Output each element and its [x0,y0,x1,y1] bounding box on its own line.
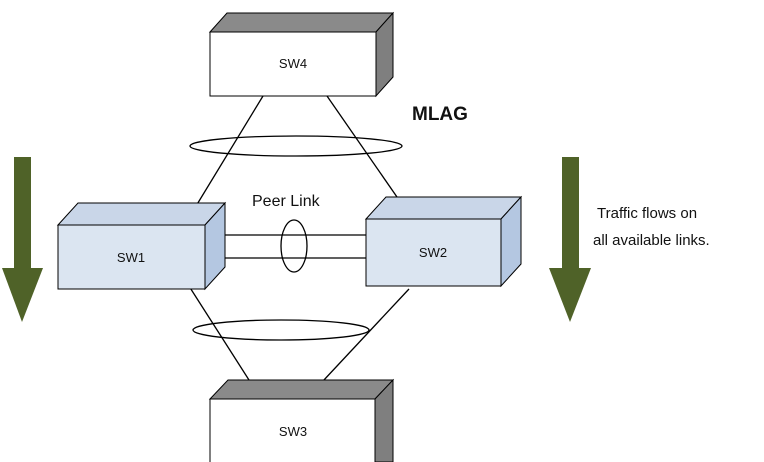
left-down-arrow [2,157,43,322]
switch-sw4[interactable]: SW4 [208,11,395,98]
sw4-label: SW4 [279,56,307,71]
sw1-front-face [57,224,206,290]
traffic-note: Traffic flows on all available links. [593,205,710,249]
left-arrow-shaft [14,157,31,272]
left-arrow-head [2,268,43,322]
right-down-arrow [549,157,591,322]
switch-sw1[interactable]: SW1 [56,201,227,291]
links [179,95,410,382]
link-sw1-sw3 [179,271,250,381]
sw3-label: SW3 [279,424,307,439]
right-arrow-shaft [562,157,579,272]
switch-sw3[interactable]: SW3 [208,378,395,462]
sw1-top-face [56,202,227,226]
sw1-label: SW1 [117,250,145,265]
peer-link-ellipse [280,219,308,273]
sw2-label: SW2 [419,245,447,260]
switch-sw2[interactable]: SW2 [364,195,523,288]
traffic-note-line-1: Traffic flows on [597,205,697,222]
link-sw2-sw3 [322,288,410,382]
right-arrow-head [549,268,591,322]
traffic-note-line-2: all available links. [593,232,710,249]
sw2-top-face [364,196,523,220]
sw2-front-face [365,218,502,287]
peer-link-label: Peer Link [252,193,321,210]
sw4-top-face [208,12,395,33]
mlag-ellipse-bottom [192,319,370,341]
sw3-front-face [209,398,376,462]
mlag-label: MLAG [412,104,468,125]
sw4-front-face [209,31,377,97]
mlag-ellipse-top [189,135,403,157]
sw3-top-face [208,379,395,400]
